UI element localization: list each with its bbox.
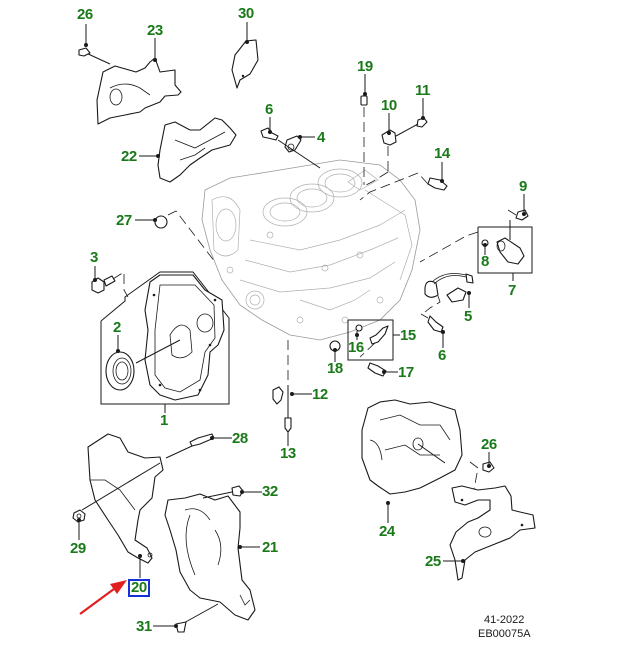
selection-pointer-arrow	[79, 580, 127, 615]
callout-20-selected[interactable]: 20	[128, 579, 150, 597]
callout-28[interactable]: 28	[232, 430, 248, 447]
callout-22[interactable]: 22	[121, 148, 137, 165]
part-25-shield	[449, 485, 536, 581]
callout-27[interactable]: 27	[116, 212, 132, 229]
part-15-group-bracket	[347, 319, 400, 361]
callout-23[interactable]: 23	[147, 22, 163, 39]
part-29-nut	[72, 509, 86, 523]
cylinder-block	[201, 159, 421, 341]
part-15-tensioner	[369, 325, 389, 345]
part-32-clip	[202, 485, 244, 499]
part-5-sensor-harness	[424, 273, 474, 313]
callout-6[interactable]: 6	[265, 101, 273, 118]
callout-32[interactable]: 32	[262, 483, 278, 500]
callout-14[interactable]: 14	[434, 145, 450, 162]
part-3-bolt	[91, 271, 129, 298]
callout-13[interactable]: 13	[280, 445, 296, 462]
callout-leaders	[77, 22, 526, 628]
part-14-sensor	[359, 172, 448, 201]
callout-4[interactable]: 4	[317, 129, 325, 146]
part-21-lower-cover	[164, 493, 256, 625]
callout-17[interactable]: 17	[398, 364, 414, 381]
part-7-solenoid-group-bracket	[419, 226, 533, 281]
callout-10[interactable]: 10	[381, 97, 397, 114]
part-6-bolt-top	[260, 127, 279, 141]
part-7-solenoid	[496, 220, 525, 265]
callout-29[interactable]: 29	[70, 540, 86, 557]
part-28-stud	[165, 433, 215, 459]
part-23-heat-shield	[85, 52, 182, 125]
callout-11[interactable]: 11	[415, 82, 430, 99]
part-24-timing-cover	[361, 399, 463, 495]
part-13-bolt	[284, 417, 292, 433]
part-4-bracket	[277, 135, 321, 169]
callout-18[interactable]: 18	[327, 360, 343, 377]
callout-5[interactable]: 5	[464, 308, 472, 325]
part-31-bolt	[175, 621, 187, 633]
part-12-bracket	[272, 340, 289, 430]
part-22-bracket	[157, 117, 237, 183]
callout-15[interactable]: 15	[400, 327, 416, 344]
callout-12[interactable]: 12	[312, 386, 328, 403]
callout-30[interactable]: 30	[238, 5, 254, 22]
callout-26-right[interactable]: 26	[481, 436, 497, 453]
callout-26[interactable]: 26	[77, 6, 93, 23]
part-20-heat-shield	[81, 433, 164, 564]
part-30-shield	[231, 39, 259, 89]
part-2-oil-seal	[105, 339, 181, 391]
callout-6-lower[interactable]: 6	[438, 347, 446, 364]
part-16-washer	[355, 324, 363, 332]
part-19-dowel	[360, 95, 368, 185]
callout-19[interactable]: 19	[357, 58, 373, 75]
part-26-clip	[78, 47, 91, 57]
part-10-bracket	[365, 129, 397, 186]
date-code: 41-2022	[484, 614, 525, 626]
callout-1[interactable]: 1	[160, 412, 168, 429]
callout-9[interactable]: 9	[519, 178, 527, 195]
callout-7[interactable]: 7	[508, 282, 516, 299]
part-6-bolt-lower	[420, 313, 444, 333]
callout-21[interactable]: 21	[262, 539, 278, 556]
callout-2[interactable]: 2	[113, 319, 121, 336]
callout-8[interactable]: 8	[481, 253, 489, 270]
part-1-cover-plate	[144, 274, 225, 401]
callout-24[interactable]: 24	[379, 523, 395, 540]
callout-3[interactable]: 3	[90, 249, 98, 266]
callout-16[interactable]: 16	[348, 339, 364, 356]
callout-25[interactable]: 25	[425, 553, 441, 570]
illustration-id: EB00075A	[478, 628, 531, 640]
part-11-bolt	[395, 117, 428, 137]
part-17-bolt	[359, 342, 387, 377]
callout-31[interactable]: 31	[136, 618, 152, 635]
rear-cover-group-bracket	[100, 271, 230, 413]
